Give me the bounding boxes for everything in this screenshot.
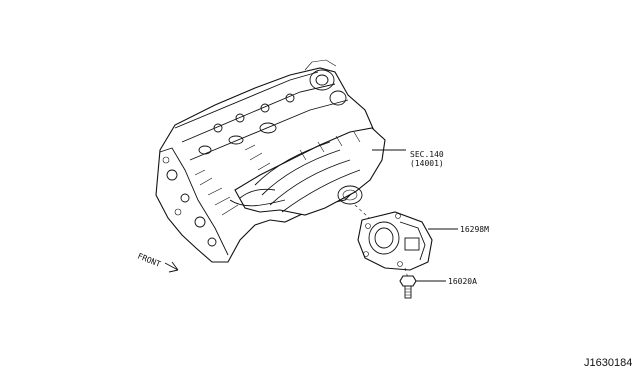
cylinder-head [155,59,379,263]
callout-sec140: SEC.140 [410,150,444,159]
front-label: FRONT [136,252,162,269]
diagram-code: J1630184 [584,357,632,369]
intake-manifold [229,127,386,216]
callout-16020a: 16020A [448,277,477,286]
callout-16298m: 16298M [460,225,489,234]
throttle-body [357,211,433,271]
bolt [399,275,417,299]
callout-sec140-sub: (14001) [410,159,444,168]
front-indicator: FRONT [136,252,179,273]
front-arrow-icon [164,261,179,273]
